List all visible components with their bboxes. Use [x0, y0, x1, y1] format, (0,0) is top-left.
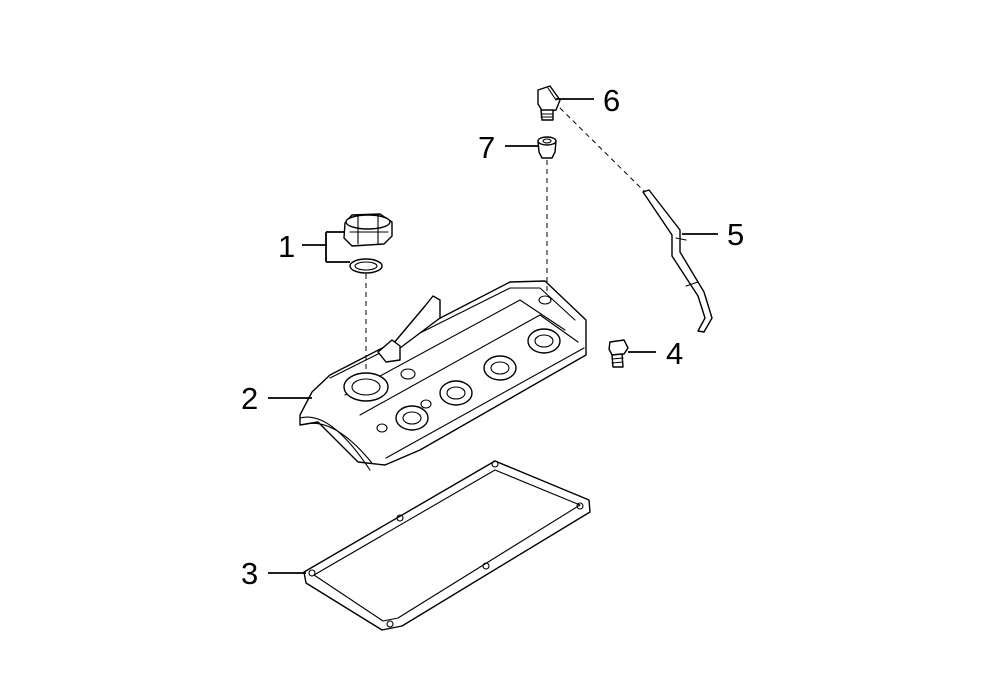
- callout-7: 7: [478, 130, 495, 165]
- callout-3: 3: [241, 556, 258, 591]
- callout-2: 2: [241, 381, 258, 416]
- valve-cover: [299, 280, 587, 471]
- pcv-hose: [642, 189, 713, 333]
- pcv-grommet: [537, 136, 557, 159]
- valve-cover-gasket: [303, 460, 591, 631]
- callout-5: 5: [727, 217, 744, 252]
- oil-filler-cap: [343, 213, 393, 247]
- filler-cap-seal: [349, 258, 383, 274]
- callout-1: 1: [278, 229, 295, 264]
- cover-bolt: [608, 339, 629, 368]
- pcv-valve: [537, 85, 561, 121]
- leader-lines: [268, 98, 718, 574]
- callout-6: 6: [603, 83, 620, 118]
- callout-4: 4: [666, 336, 683, 371]
- assembly-lines: [365, 107, 646, 372]
